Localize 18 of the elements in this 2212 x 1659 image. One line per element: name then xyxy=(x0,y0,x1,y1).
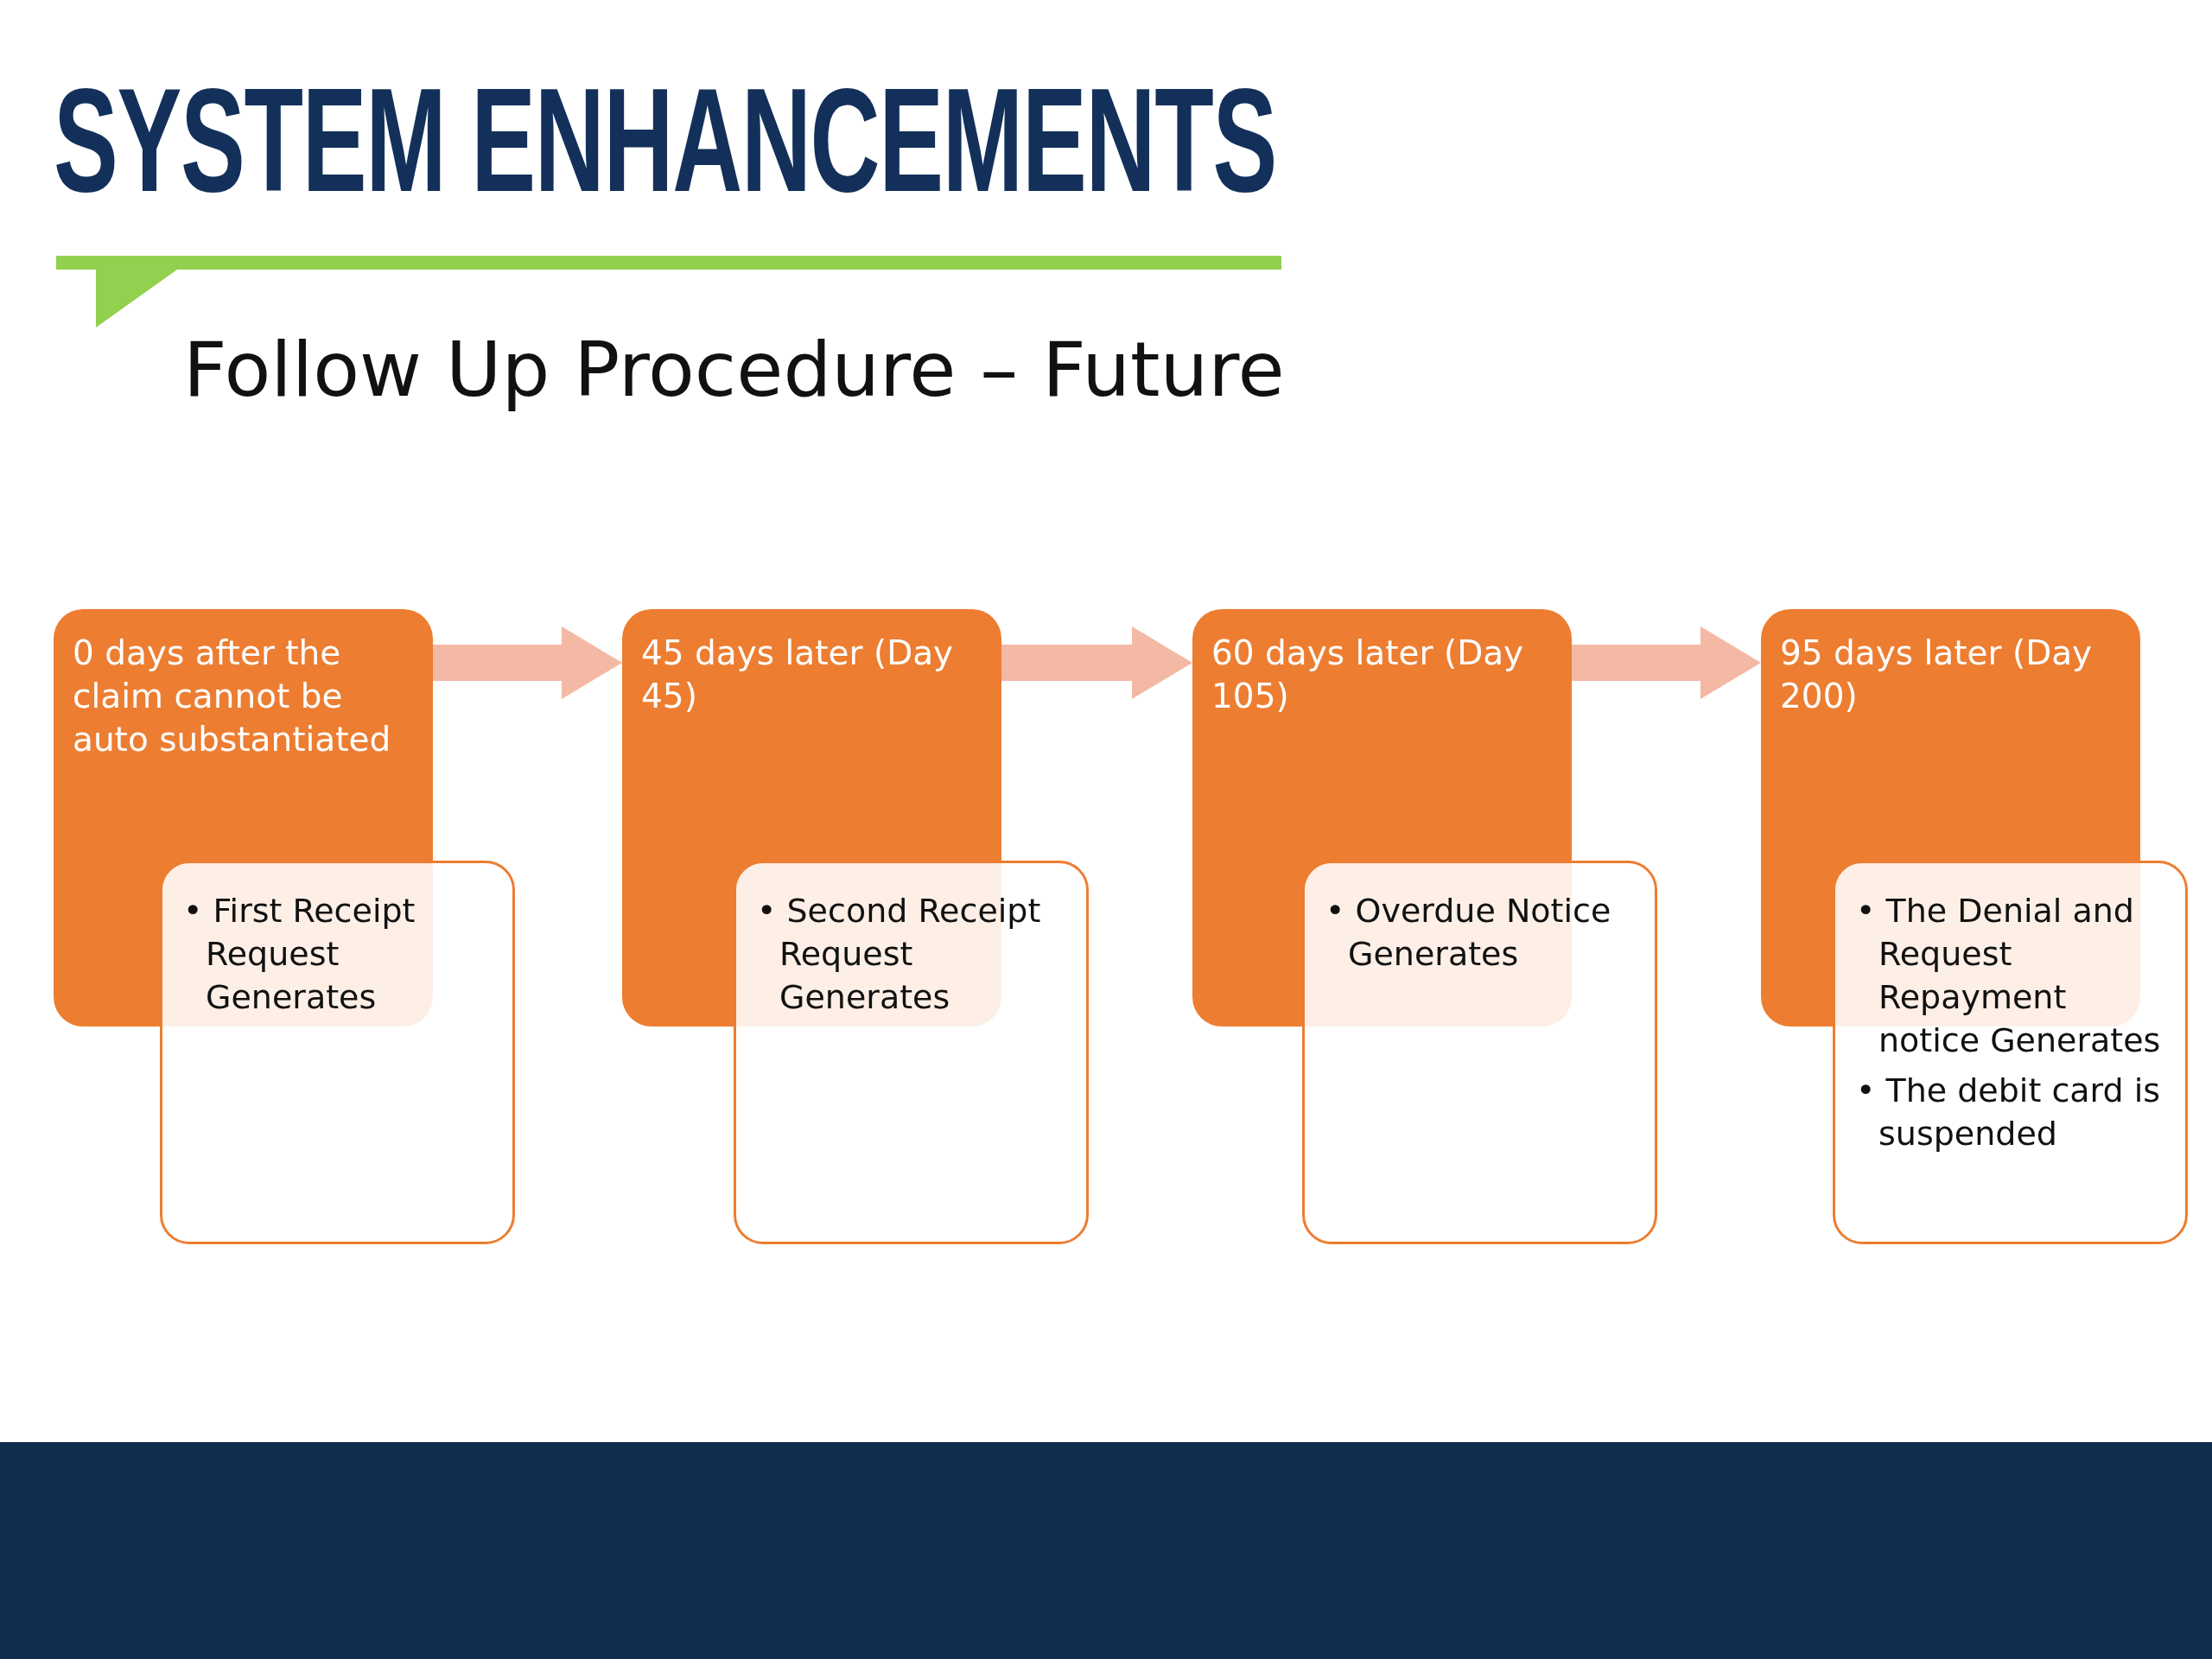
bullet-item: • Overdue Notice Generates xyxy=(1325,891,1612,975)
block-arrow xyxy=(1572,626,1761,699)
action-box xyxy=(734,861,1089,1244)
bullet-item: • The debit card is suspended xyxy=(1855,1071,2162,1154)
bullet-item: • The Denial and Request Repayment notice Generates xyxy=(1855,891,2162,1061)
slide-title: SYSTEM ENHANCEMENTS xyxy=(54,62,1276,218)
stage-heading: 95 days later (Day 200) xyxy=(1780,633,2093,715)
bullet-item: • First Receipt Request Generates xyxy=(182,891,416,1018)
block-arrow xyxy=(1001,626,1192,699)
block-arrow xyxy=(433,626,622,699)
stage-heading: 0 days after the claim cannot be auto substantiated xyxy=(73,633,391,759)
action-box xyxy=(160,861,515,1244)
action-box xyxy=(1833,861,2188,1244)
stage-heading: 45 days later (Day 45) xyxy=(641,633,954,715)
action-box xyxy=(1302,861,1657,1244)
bullet-item: • Second Receipt Request Generates xyxy=(756,891,1042,1018)
slide-subtitle: Follow Up Procedure – Future xyxy=(183,324,1285,416)
stage-heading: 60 days later (Day 105) xyxy=(1211,633,1524,715)
